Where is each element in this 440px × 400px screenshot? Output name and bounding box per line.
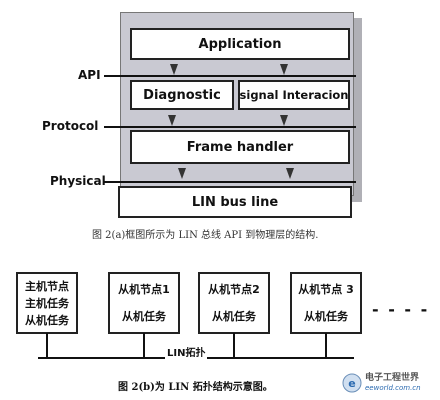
master-node-box: 主机节点 主机任务 从机任务 <box>16 272 78 334</box>
signal-interaction-box: signal Interacion <box>238 80 350 110</box>
protocol-line <box>104 126 356 128</box>
arrow-frame-to-bus <box>178 168 186 179</box>
figure-b-caption: 图 2(b)为 LIN 拓扑结构示意图。 <box>118 382 273 393</box>
physical-line <box>104 181 356 183</box>
slave-node-1-box: 从机节点1 从机任务 <box>108 272 180 334</box>
more-nodes-ellipsis: - - - - <box>372 300 430 319</box>
node-line: 从机任务 <box>212 310 256 323</box>
node-line: 从机节点1 <box>118 283 170 296</box>
arrow-frame-to-bus-right <box>286 168 294 179</box>
protocol-label: Protocol <box>42 119 99 133</box>
application-box: Application <box>130 28 350 60</box>
lin-topology-label: LIN拓扑 <box>165 344 208 359</box>
arrow-app-to-signal <box>280 64 288 75</box>
slave-node-3-drop <box>325 333 327 357</box>
node-line: 从机任务 <box>304 310 348 323</box>
diagnostic-box: Diagnostic <box>130 80 234 110</box>
node-line: 从机节点2 <box>208 283 260 296</box>
eeworld-watermark: e 电子工程世界 eeworld.com.cn <box>342 370 436 396</box>
physical-label: Physical <box>50 174 106 188</box>
slave-node-1-drop <box>143 333 145 357</box>
eeworld-logo-icon: e <box>342 373 362 393</box>
lin-bus-line-label: LIN bus line <box>191 194 279 210</box>
arrow-signal-to-frame <box>280 115 288 126</box>
layer-arrows <box>168 64 294 179</box>
api-label: API <box>78 68 101 82</box>
node-line: 从机任务 <box>25 313 69 327</box>
slave-node-2-drop <box>233 333 235 357</box>
node-line: 主机节点 <box>25 279 69 293</box>
api-line <box>104 75 356 77</box>
slave-node-3-box: 从机节点 3 从机任务 <box>290 272 362 334</box>
master-node-drop <box>46 333 48 357</box>
node-line: 主机任务 <box>25 296 69 310</box>
watermark-url: eeworld.com.cn <box>365 384 421 392</box>
diagnostic-label: Diagnostic <box>143 87 221 103</box>
svg-text:e: e <box>348 377 355 390</box>
frame-handler-label: Frame handler <box>186 139 294 155</box>
arrow-app-to-diagnostic <box>170 64 178 75</box>
signal-interaction-label: signal Interacion <box>239 88 349 102</box>
arrow-diagnostic-to-frame <box>168 115 176 126</box>
lin-bus-line-box: LIN bus line <box>118 186 352 218</box>
frame-handler-box: Frame handler <box>130 130 350 164</box>
watermark-name: 电子工程世界 <box>365 373 420 383</box>
slave-node-2-box: 从机节点2 从机任务 <box>198 272 270 334</box>
figure-a-caption: 图 2(a)框图所示为 LIN 总线 API 到物理层的结构. <box>92 230 319 241</box>
node-line: 从机节点 3 <box>298 283 354 296</box>
node-line: 从机任务 <box>122 310 166 323</box>
application-label: Application <box>198 36 282 52</box>
